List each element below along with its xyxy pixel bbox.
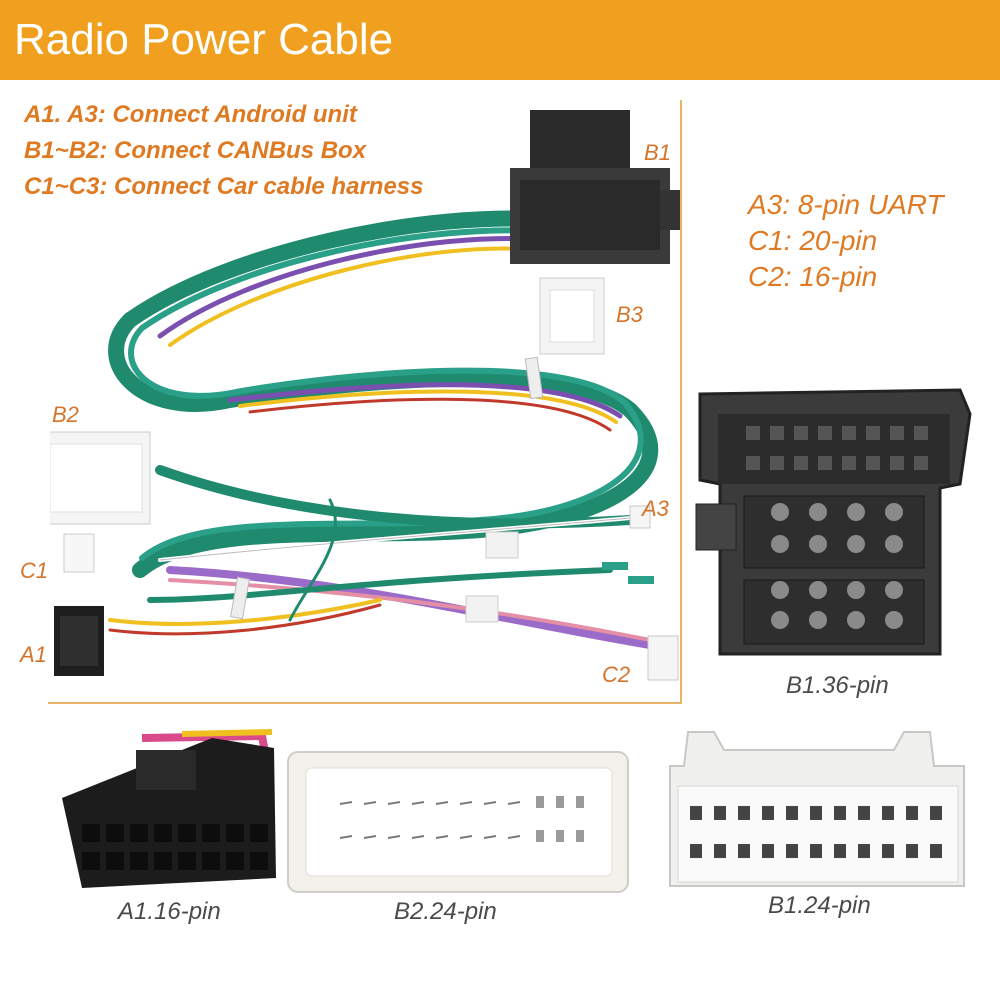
tag-a1: A1: [20, 642, 47, 667]
pin-spec-a3: A3: 8-pin UART: [748, 189, 944, 220]
header-banner: Radio Power Cable: [0, 0, 1000, 80]
legend-note-b: B1~B2: Connect CANBus Box: [24, 137, 367, 164]
harness-illustration: [50, 110, 680, 681]
caption-b2-24pin: B2.24-pin: [394, 898, 497, 925]
a1-16pin-connector-image: [62, 729, 276, 888]
caption-b1-24pin: B1.24-pin: [768, 892, 871, 919]
tag-b2: B2: [52, 402, 79, 427]
legend-note-c: C1~C3: Connect Car cable harness: [24, 173, 424, 200]
tag-c1: C1: [20, 558, 49, 583]
b2-24pin-connector-image: [287, 751, 629, 893]
page-title: Radio Power Cable: [14, 15, 394, 64]
pin-spec-c1: C1: 20-pin: [748, 225, 878, 256]
b1-36pin-connector-image: [695, 388, 972, 656]
harness-photo-frame: [48, 100, 682, 704]
legend-note-a: A1. A3: Connect Android unit: [24, 101, 357, 128]
tag-a3: A3: [642, 496, 669, 521]
b1-24pin-connector-image: [669, 731, 965, 887]
caption-a1-16pin: A1.16-pin: [118, 898, 221, 925]
tag-b3: B3: [616, 302, 643, 327]
tag-b1: B1: [644, 140, 671, 165]
pin-spec-c2: C2: 16-pin: [748, 261, 878, 292]
tag-c2: C2: [602, 662, 631, 687]
caption-b1-36pin: B1.36-pin: [786, 672, 889, 699]
